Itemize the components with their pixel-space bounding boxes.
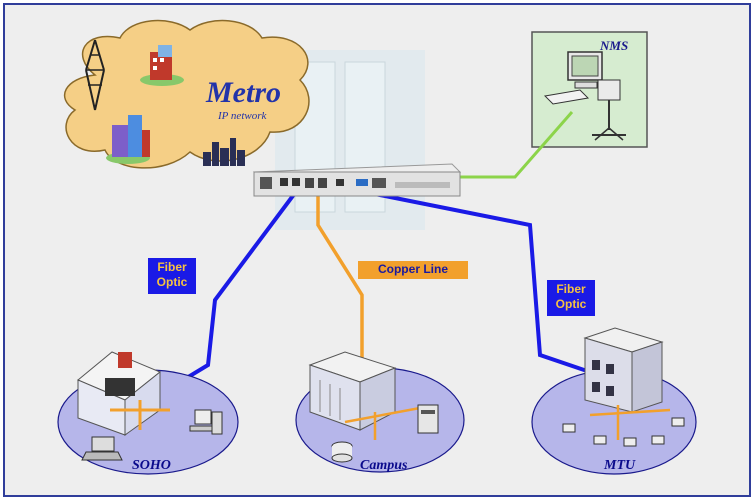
soho-site (57, 351, 239, 475)
mtu-building-icon (583, 327, 664, 413)
metro-title: Metro (206, 76, 281, 109)
workstation-icon (543, 51, 626, 141)
metro-cloud (63, 19, 310, 169)
building-icon (140, 45, 184, 86)
mtu-site (531, 327, 697, 475)
database-icon (331, 441, 353, 463)
nms-label: NMS (600, 38, 629, 53)
laptop-icon (81, 436, 123, 461)
campus-site (295, 351, 465, 473)
computer-icon (105, 378, 135, 396)
copper-link (316, 192, 364, 378)
campus-label: Campus (360, 458, 408, 473)
fiber-link-left (173, 191, 297, 387)
city-skyline-icon (203, 138, 245, 166)
desktop-pc-icon (189, 409, 223, 435)
soho-label: SOHO (132, 458, 171, 473)
device-icon (562, 417, 685, 447)
radio-tower-icon (85, 39, 105, 111)
nms-panel (531, 31, 648, 148)
fiber-link-right (364, 190, 591, 374)
copper-line-label: Copper Line (358, 261, 468, 279)
building-icon (106, 115, 150, 164)
chimney-icon (118, 352, 132, 368)
fiber-optic-label-right: Fiber Optic (547, 280, 595, 316)
fiber-optic-label-left: Fiber Optic (148, 258, 196, 294)
mtu-label: MTU (604, 458, 636, 473)
server-icon (417, 404, 439, 434)
metro-subtitle: IP network (218, 110, 267, 122)
network-switch-device (252, 163, 462, 197)
